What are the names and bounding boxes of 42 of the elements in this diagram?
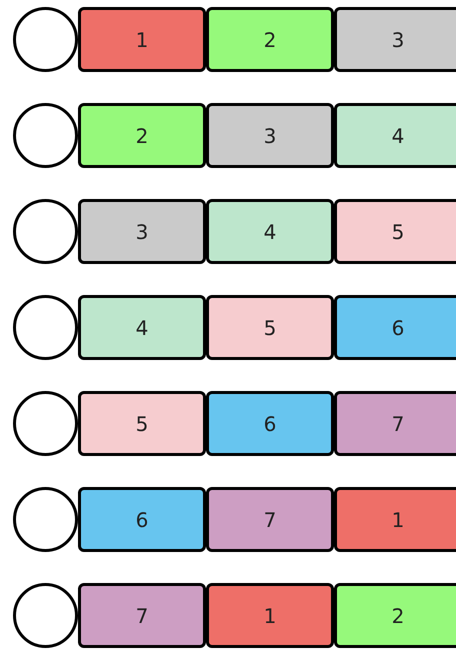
box-number: 1 (264, 602, 276, 630)
box-number: 4 (136, 314, 148, 342)
box-number: 6 (264, 410, 276, 438)
box-number: 3 (392, 26, 404, 54)
colored-box (334, 391, 456, 456)
colored-box (334, 7, 456, 72)
box-number: 7 (392, 410, 404, 438)
colored-box (206, 295, 334, 360)
colored-box (78, 199, 206, 264)
colored-box (206, 7, 334, 72)
box-number: 3 (136, 218, 148, 246)
colored-box (206, 583, 334, 648)
colored-box (334, 583, 456, 648)
colored-box (334, 103, 456, 168)
box-number: 6 (392, 314, 404, 342)
colored-box (78, 295, 206, 360)
box-number: 7 (264, 506, 276, 534)
colored-box (206, 103, 334, 168)
box-number: 6 (136, 506, 148, 534)
box-number: 5 (136, 410, 148, 438)
box-number: 3 (264, 122, 276, 150)
colored-box (334, 295, 456, 360)
box-number: 2 (392, 602, 404, 630)
box-number: 1 (136, 26, 148, 54)
colored-box (334, 487, 456, 552)
colored-box (78, 487, 206, 552)
colored-box (206, 199, 334, 264)
box-number: 2 (264, 26, 276, 54)
colored-box (206, 391, 334, 456)
colored-box (78, 7, 206, 72)
box-number: 2 (136, 122, 148, 150)
box-number: 5 (392, 218, 404, 246)
box-number: 5 (264, 314, 276, 342)
colored-box (78, 103, 206, 168)
colored-box (78, 391, 206, 456)
colored-box (334, 199, 456, 264)
box-number: 1 (392, 506, 404, 534)
box-number: 7 (136, 602, 148, 630)
colored-box (78, 583, 206, 648)
colored-box (206, 487, 334, 552)
box-number: 4 (264, 218, 276, 246)
box-number: 4 (392, 122, 404, 150)
